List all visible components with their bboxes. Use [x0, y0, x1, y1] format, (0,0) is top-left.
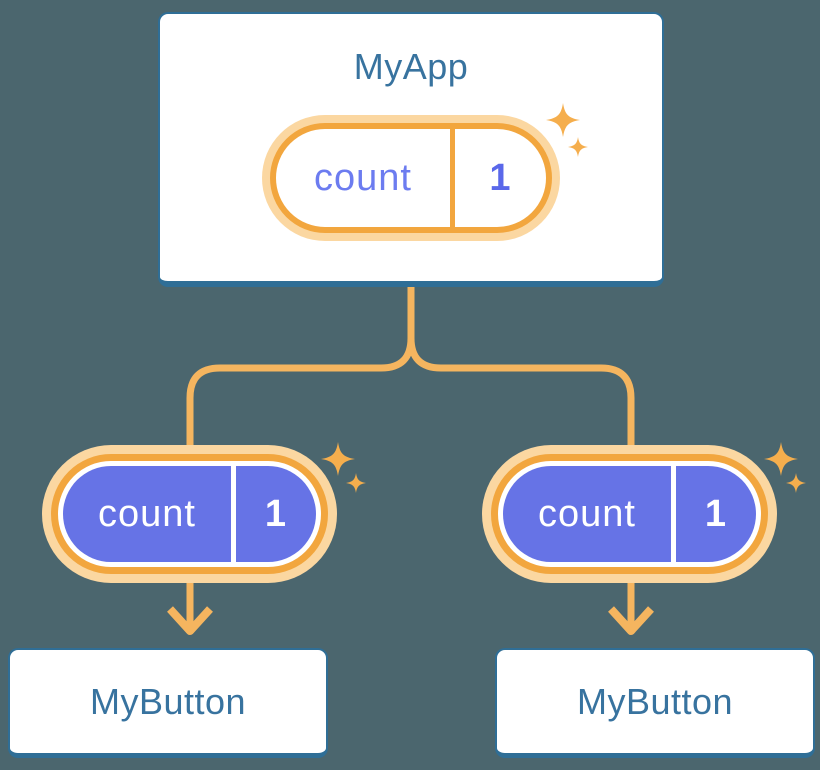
sparkle-icon: [786, 473, 806, 493]
child-component-card-left: MyButton: [8, 648, 328, 758]
branch-line-right: [407, 286, 635, 470]
child-component-name: MyButton: [576, 680, 734, 722]
child-component-name: MyButton: [89, 680, 247, 722]
arrow-down-right-icon: [608, 582, 654, 635]
arrow-down-left-icon: [167, 582, 213, 635]
parent-component-name: MyApp: [353, 46, 469, 87]
state-name-label: count: [98, 492, 196, 535]
sparkle-icon: [321, 442, 355, 476]
state-value-label: 1: [489, 156, 512, 199]
branch-line-left: [186, 286, 415, 470]
child-component-card-right: MyButton: [495, 648, 815, 758]
parent-component-card: MyApp count 1: [158, 12, 664, 287]
parent-state-pill: count 1: [270, 123, 552, 233]
pill-divider: [450, 129, 455, 227]
state-name-label: count: [538, 492, 636, 535]
pill-divider: [231, 466, 236, 562]
state-value-label: 1: [704, 492, 728, 535]
pill-divider: [671, 466, 676, 562]
child-state-pill-right: count 1: [503, 466, 756, 562]
state-name-label: count: [314, 156, 412, 199]
state-value-label: 1: [264, 492, 288, 535]
sparkle-icon: [346, 473, 366, 493]
child-state-pill-left: count 1: [63, 466, 316, 562]
sparkle-icon: [764, 442, 798, 476]
